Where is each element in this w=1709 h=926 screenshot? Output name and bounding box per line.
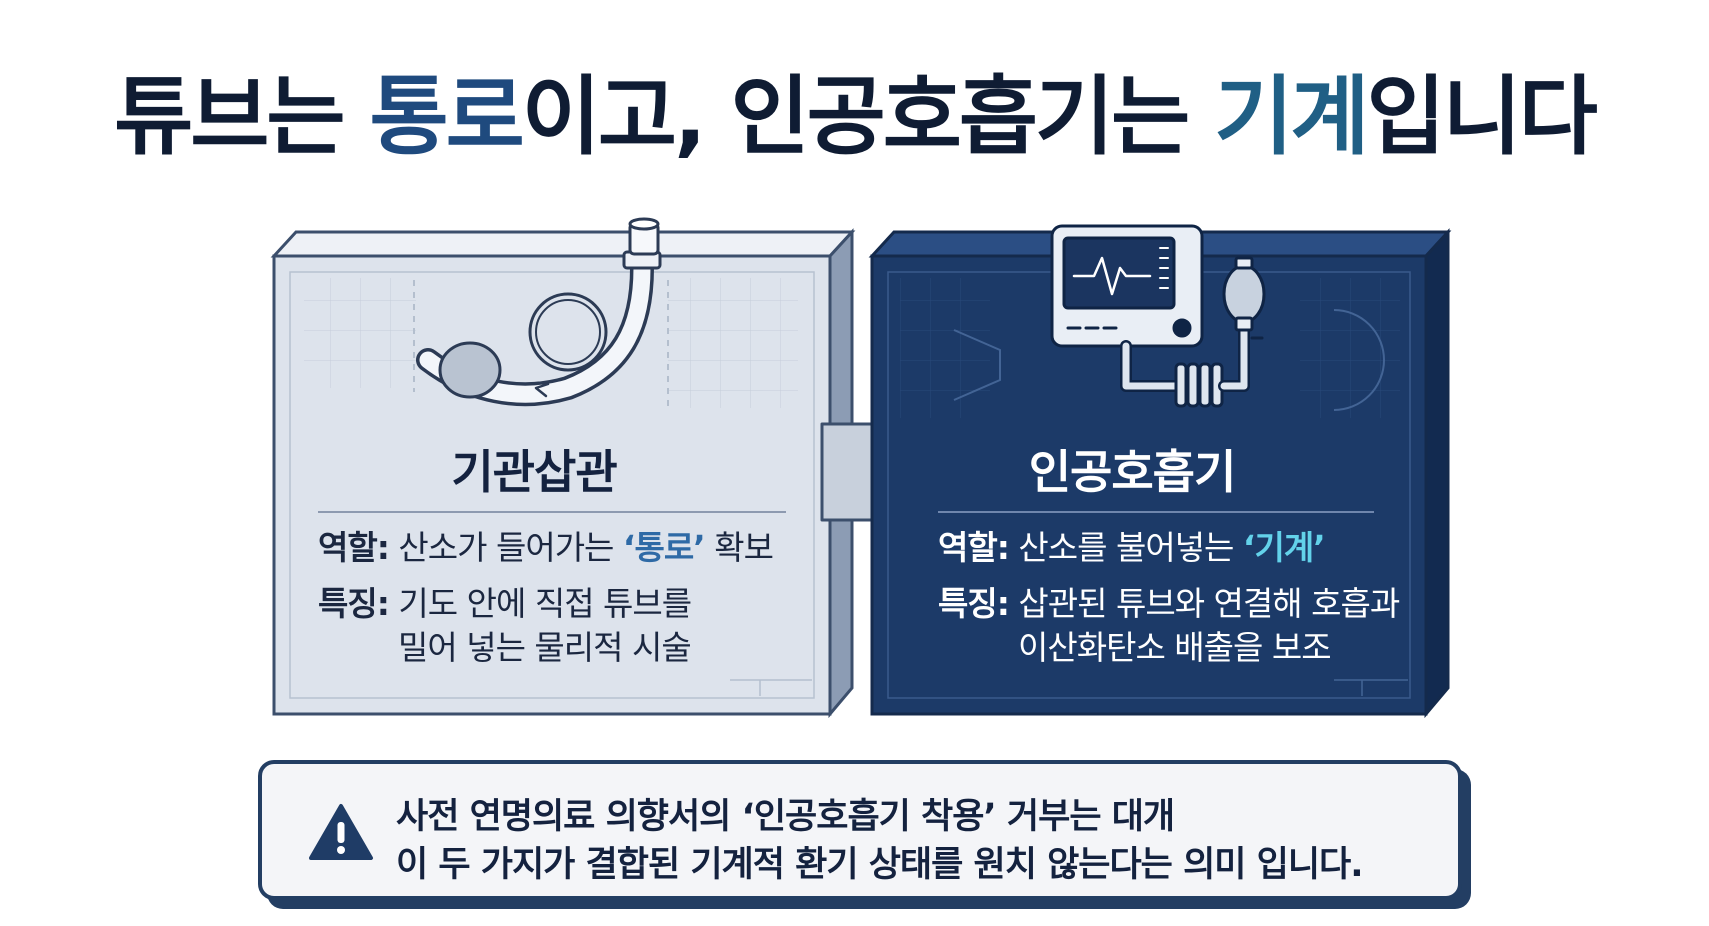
right-role-text-pre: 산소를 불어넣는 bbox=[1008, 528, 1243, 567]
title-highlight-passage: 통로 bbox=[369, 67, 524, 167]
left-feature-line-1: 특징: 기도 안에 직접 튜브를 bbox=[318, 584, 692, 624]
right-card-title: 인공호흡기 bbox=[1028, 445, 1237, 499]
title-highlight-machine: 기계 bbox=[1214, 67, 1369, 167]
left-role-quote: ‘통로’ bbox=[622, 528, 706, 567]
page-title: 튜브는 통로이고, 인공호흡기는 기계입니다 bbox=[0, 68, 1709, 167]
left-feature-line-2: 밀어 넣는 물리적 시술 bbox=[398, 628, 692, 667]
left-role-text-post: 확보 bbox=[704, 528, 774, 567]
ventilator-machine-icon bbox=[1050, 224, 1266, 408]
left-role-text-pre: 산소가 들어가는 bbox=[388, 528, 623, 567]
left-feature-text-1: 기도 안에 직접 튜브를 bbox=[388, 584, 692, 623]
notice-text-line-1: 사전 연명의료 의향서의 ‘인공호흡기 착용’ 거부는 대개 bbox=[396, 797, 1175, 837]
title-part-3: 이고, 인공호흡기는 bbox=[521, 67, 1215, 167]
right-feature-line-1: 특징: 삽관된 튜브와 연결해 호흡과 bbox=[938, 584, 1400, 624]
right-role-label: 역할: bbox=[938, 528, 1010, 567]
right-role-line: 역할: 산소를 불어넣는 ‘기계’ bbox=[938, 528, 1326, 568]
left-card bbox=[270, 228, 856, 719]
left-feature-label: 특징: bbox=[318, 584, 390, 623]
left-role-label: 역할: bbox=[318, 528, 390, 567]
notice-box: 사전 연명의료 의향서의 ‘인공호흡기 착용’ 거부는 대개 이 두 가지가 결… bbox=[258, 760, 1462, 900]
title-part-5: 입니다 bbox=[1366, 67, 1597, 167]
right-feature-label: 특징: bbox=[938, 584, 1010, 623]
endotracheal-tube-icon bbox=[416, 217, 662, 407]
right-feature-line-2: 이산화탄소 배출을 보조 bbox=[1018, 628, 1332, 667]
warning-icon bbox=[309, 804, 373, 860]
left-role-line: 역할: 산소가 들어가는 ‘통로’ 확보 bbox=[318, 528, 774, 568]
right-feature-text-1: 삽관된 튜브와 연결해 호흡과 bbox=[1008, 584, 1400, 623]
title-part-1: 튜브는 bbox=[114, 67, 370, 167]
left-card-title: 기관삽관 bbox=[451, 445, 617, 499]
right-role-quote: ‘기계’ bbox=[1242, 528, 1326, 567]
notice-text-line-2: 이 두 가지가 결합된 기계적 환기 상태를 원치 않는다는 의미 입니다. bbox=[396, 845, 1364, 885]
